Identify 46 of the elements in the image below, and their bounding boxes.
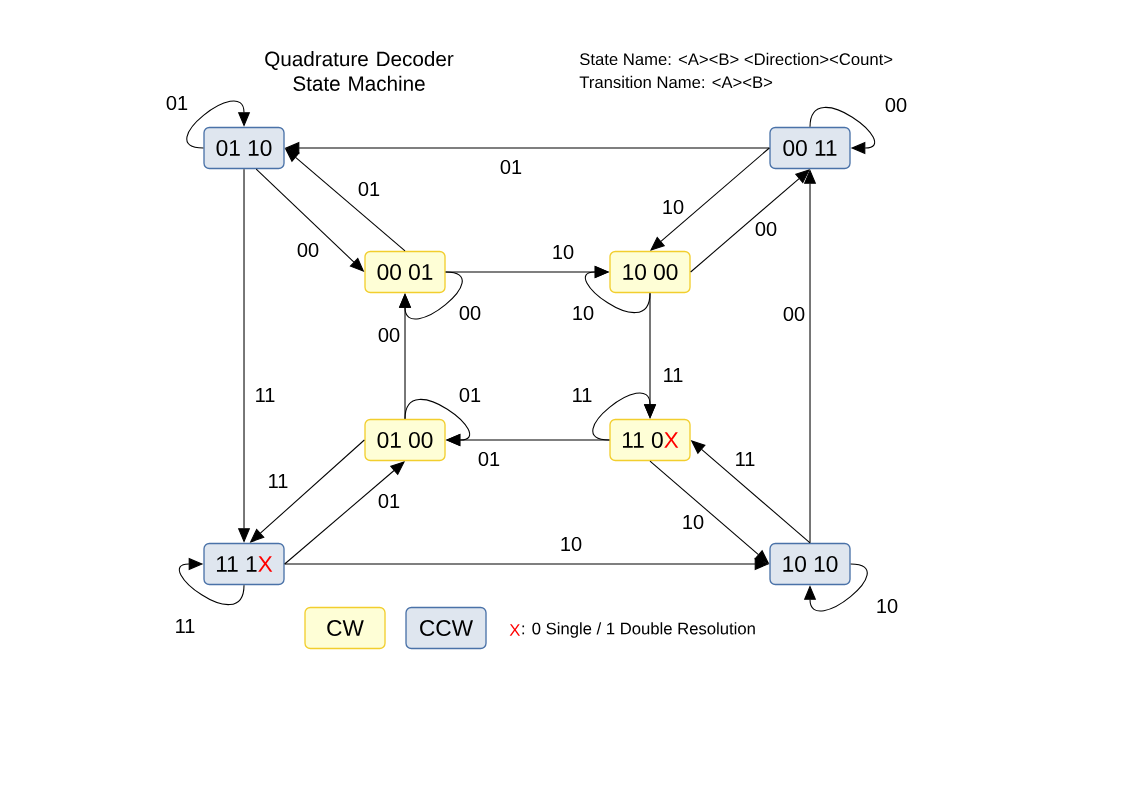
arrow (690, 169, 810, 273)
state-box: 00 11 (769, 126, 851, 170)
state-box: 11 0X (609, 418, 691, 462)
state-box: 01 00 (364, 418, 446, 462)
edge-label: 11 (573, 388, 592, 402)
arrow (584, 265, 651, 314)
edge-label: 01 (500, 159, 522, 175)
arrow (650, 147, 770, 251)
state-box: 01 10 (203, 126, 285, 170)
edge-label: 11 (664, 368, 683, 382)
state-box: 11 1X (203, 542, 285, 586)
edge-label: 00 (783, 306, 805, 322)
edge-label: 01 (358, 181, 380, 197)
edge-label: 10 (663, 199, 684, 215)
edge-label: 10 (877, 598, 898, 614)
edge-label: 01 (166, 95, 188, 111)
edge-label: 00 (297, 242, 319, 258)
edge-label: 10 (683, 514, 704, 530)
arrow (809, 106, 876, 155)
edge-label: 01 (459, 387, 481, 403)
edge-label: 11 (736, 452, 755, 466)
arrow (186, 100, 251, 149)
arrow (284, 461, 405, 565)
arrow (178, 557, 245, 606)
edge-label: 10 (553, 244, 574, 260)
note-text: : 0 Single / 1 Double Resolution (522, 622, 755, 638)
edge-label: 11 (269, 474, 288, 488)
note-text: Transition Name: <A><B> (579, 75, 773, 89)
arrow (803, 563, 868, 612)
state-box: 10 00 (609, 250, 691, 294)
note-text: State Name: <A><B> <Direction><Count> (580, 52, 893, 66)
state-box: 00 01 (364, 250, 446, 294)
edge-label: 00 (755, 221, 777, 237)
arrow (592, 392, 657, 441)
edge-label: 10 (573, 305, 594, 321)
edge-label: 00 (459, 305, 481, 321)
edge-label: 00 (378, 327, 400, 343)
edge-label: 01 (378, 493, 400, 509)
edge-label: 10 (561, 536, 582, 552)
edge-label: 11 (176, 619, 195, 633)
edge-label: 11 (256, 388, 275, 402)
note-text: X (509, 624, 521, 636)
edge-label: 01 (478, 451, 500, 467)
edge-label: 00 (885, 97, 907, 113)
state-box: 10 10 (769, 542, 851, 586)
title: Quadrature Decoder State Machine (265, 51, 454, 91)
